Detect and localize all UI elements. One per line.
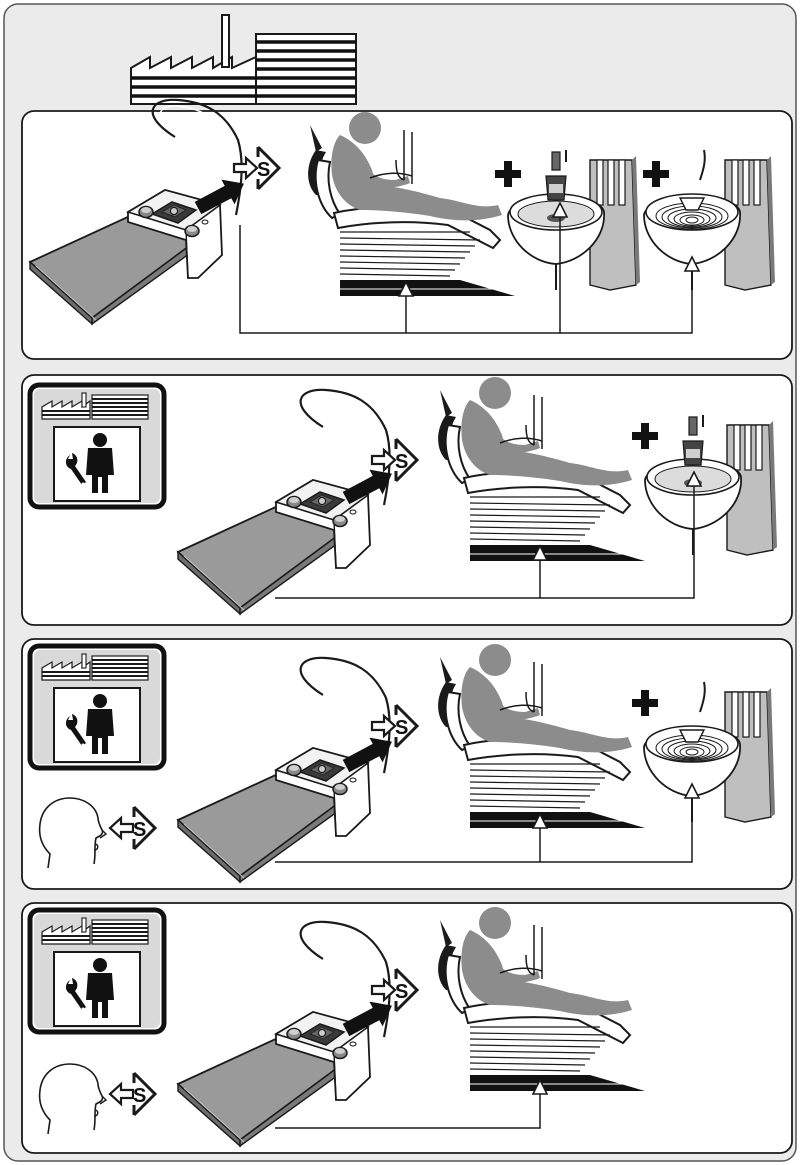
panel-factory-default: S (22, 100, 792, 359)
setting-letter: S (133, 1085, 146, 1107)
technician-badge-icon (30, 385, 164, 507)
technician-badge-icon (30, 910, 164, 1032)
setting-letter: S (395, 981, 408, 1003)
setting-letter: S (395, 451, 408, 473)
panel-user-chair-only: S S (22, 903, 792, 1153)
setting-letter: S (133, 819, 146, 841)
panel-user-chair-bowlrinse: S S (22, 639, 792, 889)
panel-technician-chair-cupfill: S (22, 375, 792, 625)
setting-letter: S (257, 159, 270, 181)
technician-badge-icon (30, 646, 164, 768)
setting-letter: S (395, 717, 408, 739)
